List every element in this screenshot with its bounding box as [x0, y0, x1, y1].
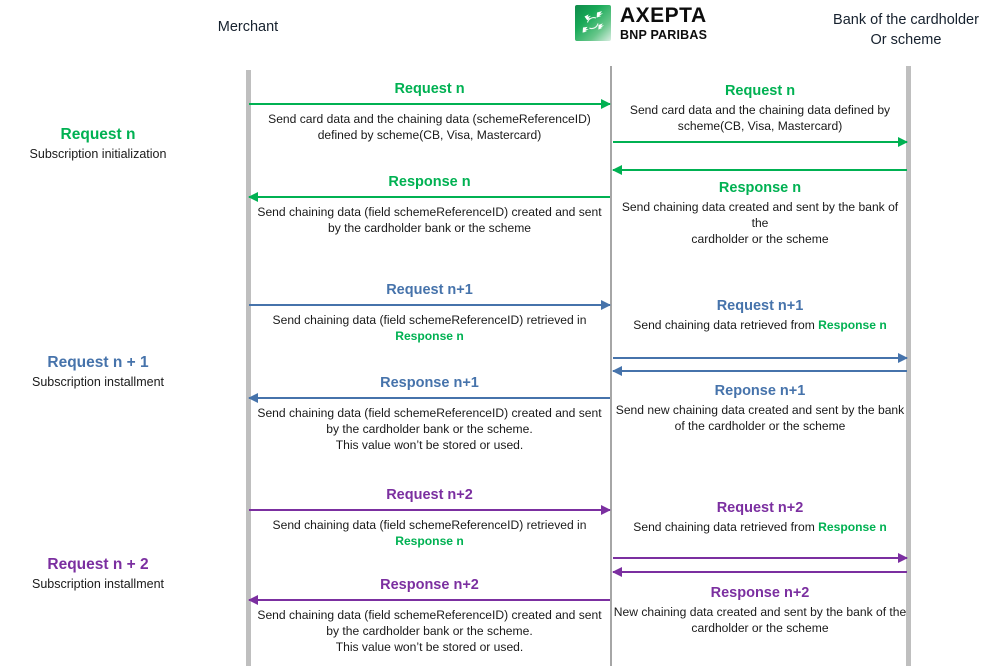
message-body-line1: Send chaining data (field schemeReferenc… [257, 406, 602, 421]
arrow-right-blue [249, 300, 611, 311]
message-body-line2: defined by scheme(CB, Visa, Mastercard) [317, 128, 542, 143]
message-body: Send new chaining data created and sent … [613, 402, 907, 434]
arrow-right-green [613, 137, 908, 148]
message-right-request-n-plus-2: Request n+2 Send chaining data retrieved… [613, 499, 908, 564]
message-right-request-n: Request n Send card data and the chainin… [613, 82, 908, 148]
message-body-line2: cardholder or the scheme [691, 621, 829, 636]
arrow-left-purple [248, 595, 610, 606]
message-body: Send chaining data (field schemeReferenc… [249, 312, 610, 344]
message-title: Response n [388, 174, 471, 190]
message-body: New chaining data created and sent by th… [613, 604, 907, 636]
message-body: Send chaining data retrieved from Respon… [613, 519, 907, 535]
header-merchant: Merchant [168, 18, 328, 38]
message-title: Request n+2 [716, 500, 804, 516]
message-body: Send chaining data (field schemeReferenc… [249, 607, 610, 655]
message-body-prefix: Send chaining data retrieved from [633, 520, 819, 535]
message-title: Request n [394, 81, 465, 97]
message-body-line3: This value won’t be stored or used. [335, 640, 524, 655]
message-title: Response n+2 [380, 577, 479, 593]
lifeline-merchant [246, 70, 251, 666]
arrow-left-blue [612, 366, 907, 376]
lifeline-axepta [610, 66, 612, 666]
message-right-response-n-plus-2: Response n+2 New chaining data created a… [612, 567, 907, 636]
message-title: Request n [724, 83, 796, 99]
message-body-line1: Send chaining data (field schemeReferenc… [257, 608, 602, 623]
message-body-line1: Send chaining data created and sent by t… [621, 200, 899, 231]
phase-label-request-n: Request n Subscription initialization [0, 125, 196, 162]
message-body: Send chaining data (field schemeReferenc… [249, 517, 610, 549]
message-left-request-n-plus-1: Request n+1 Send chaining data (field sc… [249, 281, 611, 344]
message-body: Send card data and the chaining data def… [613, 102, 907, 134]
message-body-line1: New chaining data created and sent by th… [613, 605, 907, 620]
message-body-line3: This value won’t be stored or used. [335, 438, 524, 453]
phase-subtitle: Subscription installment [31, 375, 164, 390]
message-body-line1: Send new chaining data created and sent … [615, 403, 905, 418]
message-right-response-n-plus-1: Reponse n+1 Send new chaining data creat… [612, 366, 907, 434]
message-title: Reponse n+1 [714, 383, 806, 399]
arrow-left-blue [248, 393, 610, 404]
message-right-request-n-plus-1: Request n+1 Send chaining data retrieved… [613, 297, 908, 364]
message-body-reference: Response n [818, 520, 887, 535]
message-body-line1: Send chaining data (field schemeReferenc… [257, 205, 602, 220]
message-body: Send card data and the chaining data (sc… [249, 111, 610, 143]
message-right-response-n: Response n Send chaining data created an… [612, 165, 907, 247]
arrow-left-green [248, 192, 610, 203]
message-body: Send chaining data created and sent by t… [613, 199, 907, 247]
message-body-reference: Response n [395, 534, 464, 549]
message-body-line1: Send chaining data (field schemeReferenc… [272, 313, 587, 328]
message-body-prefix: Send chaining data retrieved from [633, 318, 819, 333]
message-body: Send chaining data (field schemeReferenc… [249, 204, 610, 236]
arrow-right-purple [613, 553, 908, 564]
message-body-line2: by the cardholder bank or the scheme. [326, 624, 533, 639]
message-left-response-n: Response n Send chaining data (field sch… [248, 173, 610, 236]
message-left-request-n-plus-2: Request n+2 Send chaining data (field sc… [249, 486, 611, 549]
message-left-request-n: Request n Send card data and the chainin… [249, 80, 611, 143]
arrow-right-green [249, 99, 611, 110]
header-bank-line1: Bank of the cardholder [833, 12, 979, 28]
lifeline-bank [906, 66, 911, 666]
arrow-left-purple [612, 567, 907, 577]
header-merchant-label: Merchant [217, 19, 279, 35]
message-body-line2: of the cardholder or the scheme [674, 419, 846, 434]
message-title: Response n [718, 180, 802, 196]
phase-title: Request n [60, 126, 136, 143]
phase-subtitle: Subscription initialization [29, 147, 167, 162]
arrow-left-green [612, 165, 907, 175]
phase-subtitle: Subscription installment [31, 577, 164, 592]
message-body: Send chaining data retrieved from Respon… [613, 317, 907, 333]
message-body-line1: Send card data and the chaining data def… [629, 103, 891, 118]
phase-title: Request n + 1 [47, 354, 149, 371]
phase-label-request-n-plus-1: Request n + 1 Subscription installment [0, 353, 196, 390]
message-body-reference: Response n [395, 329, 464, 344]
message-title: Request n+1 [716, 298, 804, 314]
arrow-right-blue [613, 353, 908, 364]
bnp-paribas-star-icon [575, 5, 611, 42]
message-title: Request n+1 [386, 282, 473, 298]
message-body-line2: scheme(CB, Visa, Mastercard) [677, 119, 843, 134]
header-bank: Bank of the cardholder Or scheme [806, 11, 1005, 50]
message-title: Request n+2 [386, 487, 473, 503]
message-left-response-n-plus-2: Response n+2 Send chaining data (field s… [248, 576, 610, 655]
message-body-line2: by the cardholder bank or the scheme [327, 221, 532, 236]
message-body-line1: Send chaining data (field schemeReferenc… [272, 518, 587, 533]
header-bank-line2: Or scheme [870, 31, 942, 48]
arrow-right-purple [249, 505, 611, 516]
logo-title: AXEPTA [620, 4, 707, 27]
message-body: Send chaining data (field schemeReferenc… [249, 405, 610, 453]
phase-label-request-n-plus-2: Request n + 2 Subscription installment [0, 555, 196, 592]
message-left-response-n-plus-1: Response n+1 Send chaining data (field s… [248, 374, 610, 453]
message-body-line1: Send card data and the chaining data (sc… [268, 112, 591, 127]
logo-subtitle: BNP PARIBAS [620, 28, 708, 42]
phase-title: Request n + 2 [47, 556, 149, 573]
axepta-logo: AXEPTA BNP PARIBAS [575, 5, 707, 42]
message-title: Response n+2 [710, 585, 810, 601]
message-body-line2: by the cardholder bank or the scheme. [326, 422, 533, 437]
message-body-reference: Response n [818, 318, 887, 333]
message-body-line2: cardholder or the scheme [691, 232, 829, 247]
message-title: Response n+1 [380, 375, 479, 391]
